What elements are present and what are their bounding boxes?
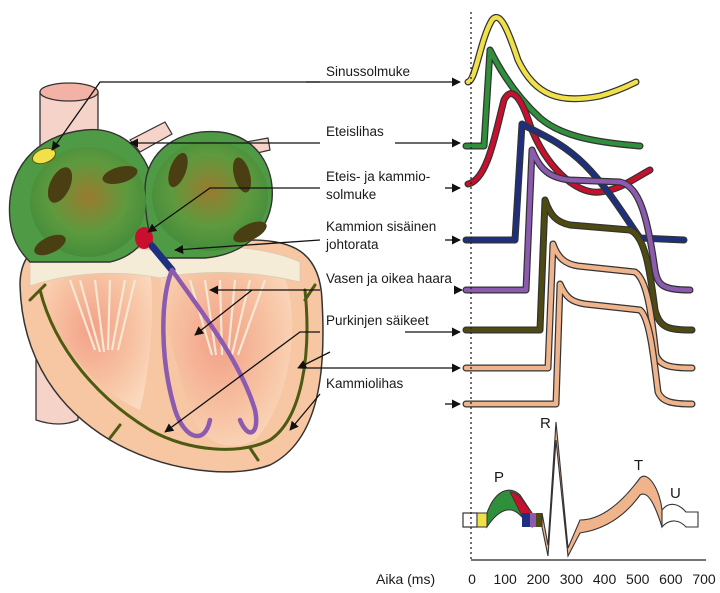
ecg-label-t: T [634,457,643,474]
vessel-opening [40,83,98,101]
time-tick-label: 600 [659,571,683,587]
ecg-trace: P R T U [463,415,698,556]
action-potentials [466,17,692,404]
ecg-pr-blue [522,513,530,527]
ecg-pr-olive [536,513,542,527]
ecg-label-r: R [540,415,551,432]
heart-illustration [9,83,323,472]
ecg-baseline-start [463,513,477,527]
time-tick-label: 700 [692,571,716,587]
ecg-label-p: P [494,469,504,486]
labels: Sinussolmuke Eteislihas Eteis- ja kammio… [325,64,452,391]
ecg-u-wave [662,504,698,527]
ecg-sa-segment [477,513,487,527]
time-tick-label: 500 [626,571,650,587]
label-sa-node: Sinussolmuke [326,64,410,79]
ecg-qrs-t [542,422,662,556]
time-tick-label: 100 [493,571,517,587]
label-his-bundle: Kammion sisäinen [326,219,436,234]
label-atrial-muscle: Eteislihas [326,124,384,139]
time-tick-label: 400 [593,571,617,587]
label-av-node: Eteis- ja kammio- [326,169,430,184]
time-axis-ticks: 0 100 200 300 400 500 600 700 [468,571,716,587]
time-axis: Aika (ms) 0 100 200 300 400 500 600 700 [376,560,716,587]
time-axis-label: Aika (ms) [376,571,435,587]
time-tick-label: 0 [468,571,476,587]
label-av-node-2: solmuke [326,187,376,202]
time-tick-label: 200 [527,571,551,587]
ecg-pr-purple [530,513,536,527]
label-his-bundle-2: johtorata [325,237,379,252]
label-purkinje: Purkinjen säikeet [326,313,429,328]
label-ventricular-muscle: Kammiolihas [326,376,404,391]
time-tick-label: 300 [560,571,584,587]
ecg-label-u: U [670,485,681,502]
label-bundle-branches: Vasen ja oikea haara [326,271,452,286]
